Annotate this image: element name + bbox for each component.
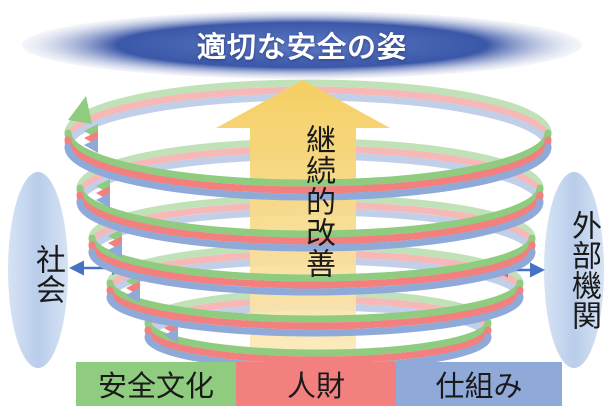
spiral-front-arc	[106, 286, 524, 330]
spiral-arrowhead	[96, 193, 110, 208]
spiral-arrowhead	[164, 328, 178, 343]
spiral-front-arc	[76, 184, 544, 238]
spiral-front-arc	[64, 143, 552, 201]
spiral-front-arc	[88, 234, 536, 282]
external-org-node	[544, 172, 604, 368]
society-node	[8, 172, 68, 368]
strand-mechanisms: 仕組み	[396, 362, 562, 406]
improvement-label: 継続的改善	[300, 124, 335, 279]
spiral-front-arc	[88, 248, 536, 296]
spiral-front-arc	[76, 198, 544, 252]
spiral-arrowhead	[126, 288, 140, 303]
external-org-label: 外部機関	[566, 210, 601, 330]
spiral-arrowhead	[84, 138, 98, 153]
spiral-front-arc	[88, 241, 536, 289]
spiral-front-arc	[106, 293, 524, 337]
goal-ellipse	[22, 11, 582, 79]
society-label: 社会	[30, 244, 65, 304]
goal-title: 適切な安全の姿	[196, 30, 407, 64]
spiral-front-arc	[64, 136, 552, 194]
spiral-front-arc	[64, 129, 552, 187]
spiral-front-arc	[106, 279, 524, 323]
strand-safety-culture: 安全文化	[76, 362, 236, 406]
spiral-arrowhead	[108, 243, 122, 258]
spiral-top-arrowhead	[68, 96, 92, 124]
strand-human-resources: 人財	[236, 362, 396, 406]
spiral-front-arc	[144, 326, 492, 364]
spiral-front-arc	[76, 191, 544, 245]
